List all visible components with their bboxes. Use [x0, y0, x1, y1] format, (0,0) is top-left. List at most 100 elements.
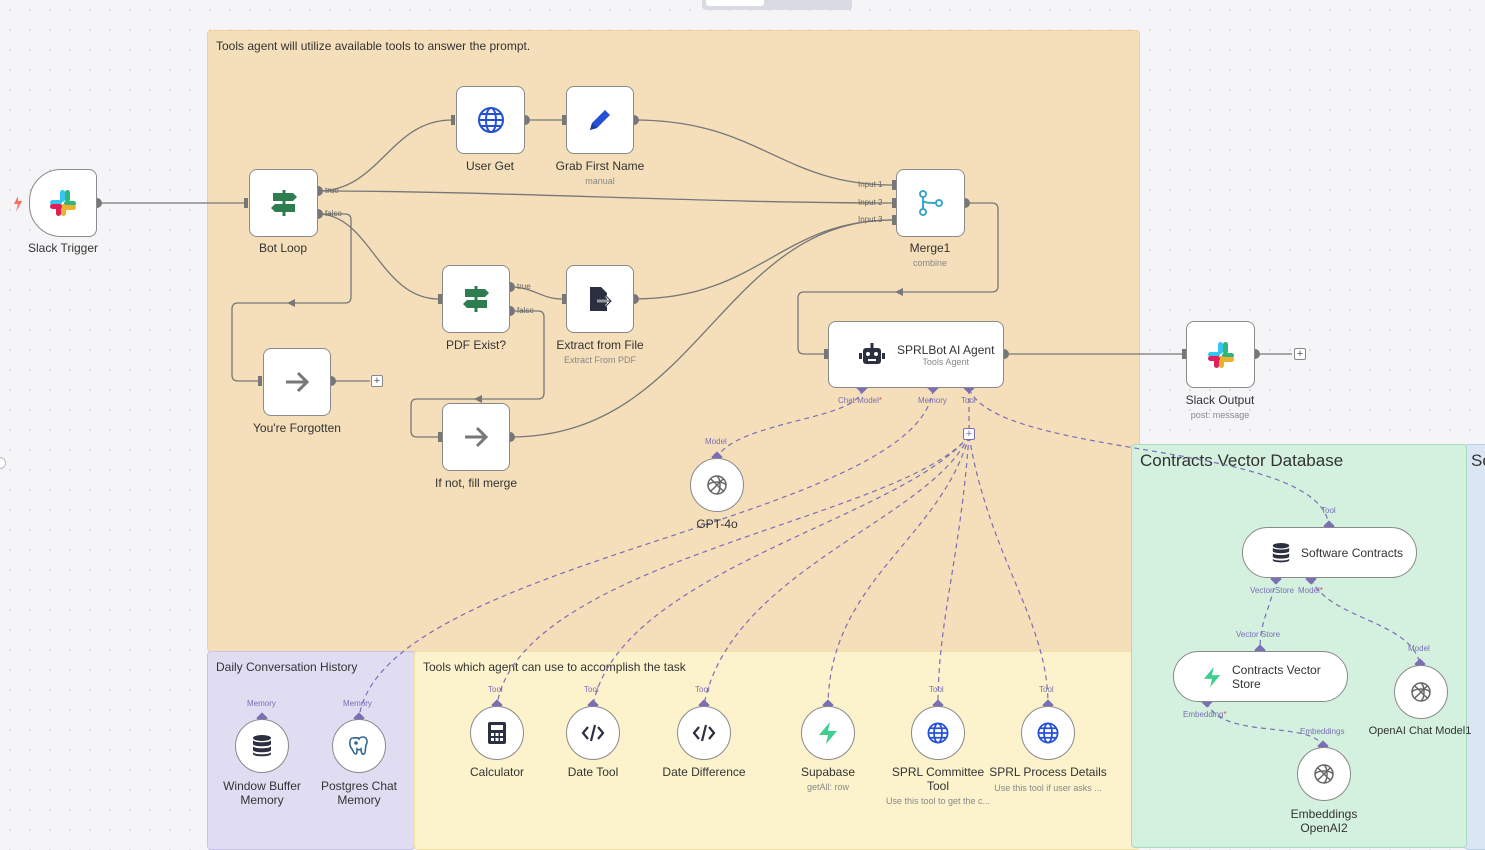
calculator-icon — [488, 722, 506, 744]
sub-grab-first-name: manual — [585, 176, 615, 186]
node-merge1[interactable] — [896, 169, 965, 237]
node-openai-chat-model1[interactable] — [1394, 665, 1448, 719]
node-calculator[interactable] — [470, 706, 524, 760]
node-embeddings-openai2[interactable] — [1297, 747, 1351, 801]
port-cvs-vs: Vector Store — [1236, 630, 1281, 639]
label-date-difference: Date Difference — [662, 765, 746, 779]
port-bot-loop-true: true — [325, 186, 339, 195]
sub-sprlbot-agent: Tools Agent — [922, 356, 969, 367]
node-extract-from-file[interactable] — [566, 265, 634, 333]
node-sprlbot-agent[interactable]: SPRLBot AI Agent Tools Agent — [828, 321, 1004, 388]
canvas-left-handle[interactable] — [0, 457, 6, 469]
label-user-get: User Get — [465, 159, 514, 173]
globe-icon — [477, 107, 504, 133]
label-calculator: Calculator — [469, 765, 525, 779]
label-slack-output: Slack Output — [1185, 393, 1255, 407]
label-extract-from-file: Extract from File — [556, 338, 644, 352]
node-slack-trigger[interactable] — [29, 169, 97, 237]
signpost-icon — [463, 286, 489, 312]
file-export-icon — [590, 287, 613, 311]
node-if-not-fill-merge[interactable] — [442, 403, 510, 471]
node-software-contracts[interactable]: Software Contracts — [1242, 527, 1417, 578]
arrow-right-icon — [286, 371, 310, 393]
sub-merge1: combine — [912, 258, 948, 268]
port-software-contracts-model: Model* — [1298, 586, 1323, 595]
globe-icon — [927, 722, 949, 744]
label-window-buffer: Window Buffer Memory — [223, 779, 301, 807]
port-pdf-exist-false: false — [517, 306, 534, 315]
port-agent-tool: Tool — [961, 396, 976, 405]
node-user-get[interactable] — [456, 86, 525, 154]
openai-icon — [1411, 682, 1431, 702]
sub-supabase: getAll: row — [806, 782, 850, 792]
node-bot-loop[interactable] — [249, 169, 318, 237]
robot-icon — [859, 342, 885, 364]
node-youre-forgotten[interactable] — [263, 348, 331, 416]
port-software-contracts-tool: Tool — [1321, 506, 1336, 515]
node-gpt4o[interactable] — [690, 458, 744, 512]
slack-icon — [1207, 341, 1234, 368]
sticky-daily-history-text: Daily Conversation History — [216, 660, 358, 674]
node-sprl-process[interactable] — [1021, 706, 1075, 760]
port-gpt4o-model: Model — [705, 437, 727, 446]
port-window-buffer-memory: Memory — [247, 699, 276, 708]
sticky-blue-cut[interactable]: So — [1464, 444, 1485, 850]
database-icon — [1272, 542, 1290, 562]
arrow-right-icon — [465, 426, 489, 448]
openai-icon — [707, 475, 727, 495]
port-date-difference-tool: Tool — [695, 685, 710, 694]
supabase-bolt-icon — [1203, 666, 1221, 687]
node-pdf-exist[interactable] — [442, 265, 510, 333]
port-merge1-input2: Input 2 — [858, 198, 883, 207]
node-grab-first-name[interactable] — [566, 86, 634, 154]
database-icon — [253, 735, 271, 757]
label-software-contracts: Software Contracts — [1301, 545, 1404, 560]
label-bot-loop: Bot Loop — [258, 241, 308, 255]
node-supabase[interactable] — [801, 706, 855, 760]
add-tool-button[interactable]: + — [963, 428, 975, 440]
merge-icon — [918, 190, 943, 216]
code-icon — [692, 724, 716, 742]
label-contracts-vector-store: Contracts Vector Store — [1232, 662, 1321, 691]
port-date-tool: Tool — [584, 685, 599, 694]
node-postgres-chat[interactable] — [332, 719, 386, 773]
node-date-tool[interactable] — [566, 706, 620, 760]
label-if-not-fill-merge: If not, fill merge — [434, 476, 518, 490]
label-slack-trigger: Slack Trigger — [27, 241, 99, 255]
slack-icon — [50, 190, 76, 216]
label-youre-forgotten: You're Forgotten — [253, 421, 341, 435]
label-openai-chat-model1: OpenAI Chat Model1 — [1368, 725, 1472, 737]
label-merge1: Merge1 — [909, 241, 951, 255]
signpost-icon — [270, 190, 297, 216]
port-embeddings-openai2: Embeddings — [1300, 727, 1345, 736]
port-merge1-input1: Input 1 — [858, 180, 883, 189]
pencil-icon — [590, 110, 610, 130]
node-slack-output[interactable] — [1186, 321, 1255, 388]
node-date-difference[interactable] — [677, 706, 731, 760]
node-sprl-committee[interactable] — [911, 706, 965, 760]
sticky-blue-cut-text: So — [1471, 451, 1485, 470]
port-openai-chat-model1: Model — [1408, 644, 1430, 653]
port-sprl-committee-tool: Tool — [929, 685, 944, 694]
label-sprl-process: SPRL Process Details — [989, 765, 1107, 779]
code-icon — [581, 724, 605, 742]
postgres-elephant-icon — [349, 736, 368, 755]
sub-sprl-committee: Use this tool to get the c... — [885, 796, 991, 806]
add-node-button-forgotten[interactable]: + — [371, 375, 383, 387]
label-postgres-chat: Postgres Chat Memory — [320, 779, 398, 807]
openai-icon — [1314, 764, 1334, 784]
label-gpt4o: GPT-4o — [696, 517, 738, 531]
canvas-top-control[interactable] — [702, 0, 852, 10]
label-sprlbot-agent: SPRLBot AI Agent — [897, 342, 995, 357]
port-software-contracts-vs: Vector Store — [1250, 586, 1295, 595]
port-agent-memory: Memory — [918, 396, 947, 405]
supabase-bolt-icon — [819, 722, 837, 744]
label-pdf-exist: PDF Exist? — [445, 338, 506, 352]
add-node-button-slack-output[interactable]: + — [1294, 348, 1306, 360]
sticky-contracts-db-text: Contracts Vector Database — [1140, 451, 1344, 470]
node-window-buffer[interactable] — [235, 719, 289, 773]
port-calculator-tool: Tool — [488, 685, 503, 694]
node-contracts-vector-store[interactable]: Contracts Vector Store — [1173, 651, 1348, 702]
sub-sprl-process: Use this tool if user asks ... — [994, 783, 1102, 793]
port-bot-loop-false: false — [325, 209, 342, 218]
